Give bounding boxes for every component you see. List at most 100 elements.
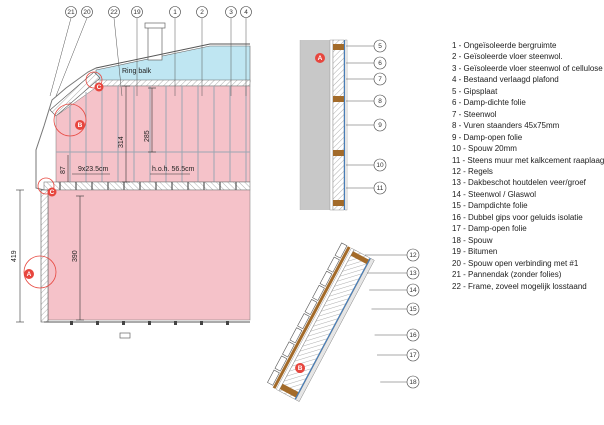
detail-a-brick-wall: [300, 40, 330, 210]
top-callout: 21: [49, 6, 77, 97]
detail-b-callout: 14: [369, 283, 420, 297]
detail-a-wall-section: A 5 6 7 8 9 10 11: [299, 39, 387, 211]
detail-a-insulation: [332, 39, 345, 211]
top-callout: 22: [108, 6, 123, 97]
legend-item: 3 - Geïsoleerde vloer steenwol of cellul…: [452, 63, 603, 73]
top-callout: 3: [225, 6, 237, 96]
badge-main-b: B: [78, 122, 83, 129]
badge-detail-a: A: [318, 55, 323, 62]
detail-a-callout: 8: [346, 94, 387, 108]
top-callout-label: 1: [173, 9, 177, 16]
detail-b-callout-label: 17: [409, 352, 417, 359]
top-callout: 1: [169, 6, 181, 96]
top-callout-label: 22: [110, 9, 118, 16]
upper-studs: [69, 86, 247, 182]
knee-room-area: [55, 85, 251, 183]
dim-hoh: h.o.h. 56.5cm: [152, 166, 195, 173]
detail-a-callout: 6: [346, 56, 387, 70]
dim-419: 419: [11, 250, 18, 262]
detail-a-callout-label: 11: [377, 185, 384, 192]
badge-main-c1: C: [97, 84, 102, 91]
legend-item: 17 - Damp-open folie: [452, 224, 527, 234]
detail-a-callout-label: 7: [378, 76, 382, 83]
detail-a-callout: 11: [346, 181, 387, 195]
legend-item: 1 - Ongeïsoleerde bergruimte: [452, 41, 557, 50]
badge-detail-b: B: [298, 365, 303, 372]
top-callout-label: 20: [83, 9, 91, 16]
roof-slope-insulation: [49, 71, 101, 117]
detail-a-callout: 10: [346, 158, 387, 172]
detail-a-callout-label: 8: [378, 98, 382, 105]
legend-list: 1 - Ongeïsoleerde bergruimte 2 - Geïsolee…: [452, 40, 604, 292]
detail-b-callout-label: 15: [409, 306, 417, 313]
legend-item: 4 - Bestaand verlaagd plafond: [452, 75, 559, 85]
main-section: Ring balk 314 285 87 9x23.5cm h.o.h. 56.…: [11, 6, 252, 339]
top-callout: 2: [196, 6, 208, 96]
legend-item: 18 - Spouw: [452, 235, 493, 245]
detail-b-callout: 18: [380, 375, 420, 389]
detail-b-callout-label: 13: [409, 270, 417, 277]
detail-b-callout: 13: [367, 266, 420, 280]
legend-item: 12 - Regels: [452, 166, 493, 176]
legend-item: 10 - Spouw 20mm: [452, 144, 517, 154]
top-callouts: 21 20 22 19 1 2 3 4: [49, 6, 252, 97]
detail-b-callout-label: 18: [409, 379, 417, 386]
detail-a-callout: 7: [346, 72, 387, 86]
detail-b-callout: 16: [374, 328, 420, 342]
top-callout-label: 3: [229, 9, 233, 16]
detail-b-callouts: 12 13 14 15 16 17 18: [365, 248, 420, 389]
top-callout-label: 21: [67, 9, 75, 16]
legend-item: 11 - Steens muur met kalkcement raaplaag: [452, 155, 604, 165]
legend-item: 15 - Dampdichte folie: [452, 201, 528, 211]
top-callout: 19: [131, 6, 143, 96]
legend-item: 13 - Dakbeschot houtdelen veer/groef: [452, 178, 586, 188]
badge-main-a: A: [27, 271, 32, 278]
dim-390: 390: [72, 250, 79, 262]
dim-rafter: 9x23.5cm: [78, 166, 109, 173]
legend-item: 8 - Vuren staanders 45x75mm: [452, 121, 560, 131]
detail-circle-c-lower: [37, 177, 55, 195]
detail-b-insulation: [278, 249, 371, 400]
facade-outline: [35, 67, 97, 322]
top-callout-label: 19: [133, 9, 141, 16]
floor-band: [43, 181, 251, 191]
legend-item: 9 - Damp-open folie: [452, 132, 523, 142]
legend-item: 19 - Bitumen: [452, 247, 498, 257]
badge-main-c2: C: [50, 189, 55, 196]
detail-a-callout-label: 10: [376, 162, 384, 169]
detail-b-callout: 17: [377, 348, 420, 362]
legend-item: 20 - Spouw open verbinding met #1: [452, 258, 579, 268]
detail-a-callout: 5: [346, 39, 387, 53]
top-callout: 20: [55, 6, 93, 97]
detail-b-callout: 15: [371, 302, 420, 316]
legend-item: 7 - Steenwol: [452, 109, 497, 119]
detail-circle-a: [23, 255, 57, 289]
top-callout: 4: [240, 6, 252, 96]
lower-room-area: [47, 189, 251, 321]
top-callout-label: 4: [244, 9, 248, 16]
detail-b-callout-label: 14: [409, 287, 417, 294]
detail-a-callouts: 5 6 7 8 9 10 11: [346, 39, 387, 195]
construction-section-diagram: Ring balk 314 285 87 9x23.5cm h.o.h. 56.…: [11, 6, 420, 402]
legend-item: 5 - Gipsplaat: [452, 86, 498, 96]
dim-314: 314: [118, 136, 125, 148]
legend-item: 2 - Geïsoleerde vloer steenwol.: [452, 52, 563, 62]
detail-a-callout: 9: [346, 118, 387, 132]
detail-a-callout-label: 6: [378, 60, 382, 67]
detail-b-callout-label: 16: [409, 332, 417, 339]
detail-a-callout-label: 5: [378, 43, 382, 50]
detail-b-roof-section: B: [267, 242, 375, 402]
top-callout-label: 2: [200, 9, 204, 16]
legend-item: 16 - Dubbel gips voor geluids isolatie: [452, 212, 583, 222]
attic-floor-insulation: [95, 79, 251, 87]
detail-b-callout-label: 12: [409, 252, 417, 259]
dim-285: 285: [144, 130, 151, 142]
detail-circle-c-upper: [85, 71, 103, 89]
dim-87: 87: [60, 166, 67, 174]
detail-a-callout-label: 9: [378, 122, 382, 129]
legend-item: 21 - Pannendak (zonder folies): [452, 270, 562, 280]
detail-b-callout: 12: [365, 248, 420, 262]
detail-circle-b: [53, 103, 87, 137]
legend-item: 6 - Damp-dichte folie: [452, 98, 526, 108]
legend-item: 14 - Steenwol / Glaswol: [452, 189, 537, 199]
